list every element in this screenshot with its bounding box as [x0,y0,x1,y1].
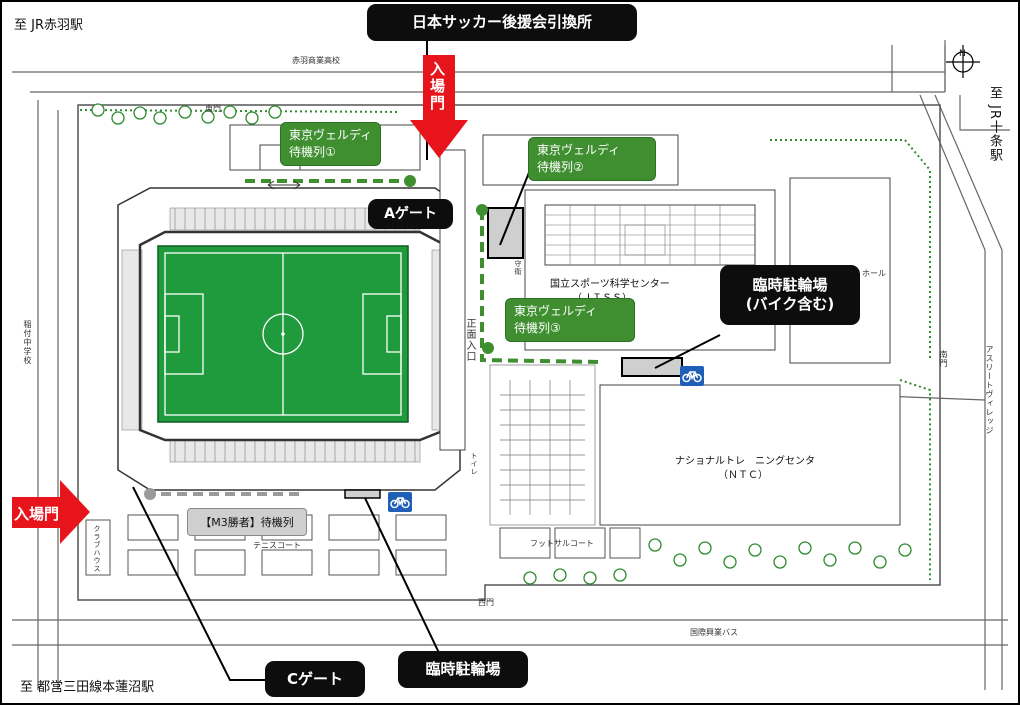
label-west-gate: 西門 [478,598,494,607]
label-athlete-village: アスリートヴィレッジ [985,345,994,435]
entrance-top-label: 入場門 [430,60,446,112]
c-gate-label: Cゲート [286,669,343,688]
verdy-line-1-label: 待機列① [289,145,336,159]
callout-a-gate: Aゲート [368,199,453,229]
a-gate-label: Aゲート [384,205,437,222]
verdy-line-3-label: 待機列③ [514,321,561,335]
callout-m3-waiting-line: 【M3勝者】待機列 [187,508,307,536]
entrance-left-label: 入場門 [14,505,60,523]
callout-temp-bike-parking: 臨時駐輪場 (バイク含む) [720,265,860,325]
bicycle-icon [388,492,412,512]
direction-jujo: 至 JR十条駅 [987,86,1002,162]
entrance-arrow-icon [12,55,468,544]
callout-temp-bike-parking-bottom: 臨時駐輪場 [398,651,528,688]
label-guard: 守衛 [514,260,522,276]
label-jiss: 国立スポーツ科学センター [550,279,670,290]
verdy-line-3-team: 東京ヴェルディ [514,304,598,318]
m3-waiting-line-label: 【M3勝者】待機列 [200,516,294,529]
label-inaduke-school: 稲付中学校 [23,320,32,365]
label-akabane-school: 赤羽商業高校 [292,56,340,65]
direction-motohasunuma: 至 都営三田線本蓮沼駅 [20,680,155,695]
callout-verdy-line-3: 東京ヴェルディ 待機列③ [505,298,635,342]
direction-akabane: 至 JR赤羽駅 [14,18,83,33]
football-pitch [157,245,409,423]
label-hall: ホール [862,269,886,278]
north-label: N [959,49,966,59]
label-ntc-abbr: （ＮＴＣ） [718,470,768,481]
label-main-entrance: 正面入口 [464,318,475,362]
north-arrow-icon [946,45,980,78]
verdy-line-1-team: 東京ヴェルディ [289,128,373,142]
label-bus: 国際興業バス [690,628,738,637]
callout-verdy-line-1: 東京ヴェルディ 待機列① [280,122,382,166]
label-club-house: クラブハウス [93,525,101,573]
callout-verdy-line-2: 東京ヴェルディ 待機列② [528,137,656,181]
temp-bike-parking-label: 臨時駐輪場 [752,276,828,294]
temp-bike-parking-bottom-label: 臨時駐輪場 [425,660,501,678]
support-exchange-label: 日本サッカー後援会引換所 [411,13,592,31]
callout-support-exchange: 日本サッカー後援会引換所 [367,4,637,41]
callout-c-gate: Cゲート [265,661,365,697]
label-futsal-court: フットサルコート [530,539,594,548]
label-tennis-court: テニスコート [253,541,301,550]
verdy-line-2-label: 待機列② [537,160,584,174]
label-east-gate: 東門 [205,104,221,113]
bicycle-icon [680,366,704,386]
verdy-line-2-team: 東京ヴェルディ [537,143,621,157]
temp-bike-parking-note: (バイク含む) [745,295,835,313]
label-ntc: ナショナルトレ ニングセンタ [675,456,815,467]
label-toilet: トイレ [470,452,478,476]
label-south-gate: 南門 [939,350,948,368]
